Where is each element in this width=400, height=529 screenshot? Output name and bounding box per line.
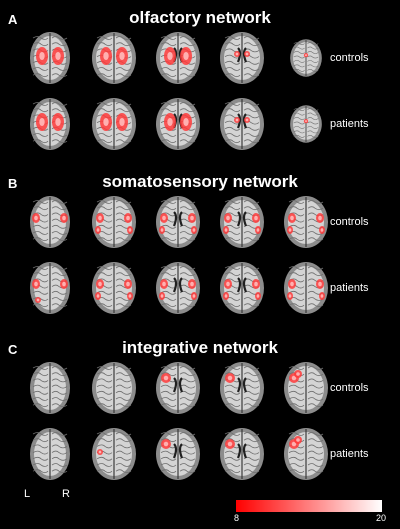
brain-slice-image xyxy=(280,194,332,255)
brain-slice-image xyxy=(280,426,332,487)
brain-slice-image xyxy=(216,194,268,255)
group-label: patients xyxy=(330,118,369,130)
brain-slice-image xyxy=(216,426,268,487)
brain-slice-image xyxy=(24,194,76,255)
brain-slice-image xyxy=(152,194,204,255)
brain-slice-image xyxy=(216,96,268,157)
brain-slice-image xyxy=(88,30,140,91)
right-hemisphere-label: R xyxy=(62,488,70,500)
group-label: controls xyxy=(330,382,369,394)
colorbar xyxy=(236,500,382,512)
brain-slice-image xyxy=(152,30,204,91)
brain-slice-image xyxy=(88,96,140,157)
panel-letter: C xyxy=(8,342,18,357)
brain-slice-image xyxy=(152,360,204,421)
brain-slice-image xyxy=(24,96,76,157)
slice-row xyxy=(24,30,324,86)
brain-slice-image xyxy=(24,360,76,421)
brain-slice-image xyxy=(152,260,204,321)
brain-slice-image xyxy=(280,30,332,91)
slice-row xyxy=(24,260,328,316)
brain-slice-image xyxy=(88,426,140,487)
brain-slice-image xyxy=(24,30,76,91)
brain-slice-image xyxy=(216,30,268,91)
panel-title: olfactory network xyxy=(129,8,271,27)
group-label: patients xyxy=(330,448,369,460)
brain-slice-image xyxy=(88,260,140,321)
brain-slice-image xyxy=(216,260,268,321)
panel-title: integrative network xyxy=(122,338,278,357)
group-label: controls xyxy=(330,216,369,228)
brain-slice-image xyxy=(24,260,76,321)
slice-row xyxy=(24,96,324,152)
group-label: controls xyxy=(330,52,369,64)
panel-letter: B xyxy=(8,176,18,191)
brain-slice-image xyxy=(88,194,140,255)
brain-slice-image xyxy=(280,96,332,157)
brain-slice-image xyxy=(280,260,332,321)
brain-slice-image xyxy=(88,360,140,421)
brain-slice-image xyxy=(216,360,268,421)
group-label: patients xyxy=(330,282,369,294)
slice-row xyxy=(24,360,328,416)
left-hemisphere-label: L xyxy=(24,488,31,500)
brain-slice-image xyxy=(152,426,204,487)
brain-slice-image xyxy=(152,96,204,157)
slice-row xyxy=(24,194,328,250)
panel-letter: A xyxy=(8,12,18,27)
colorbar-min-label: 8 xyxy=(234,513,240,523)
panel-title: somatosensory network xyxy=(102,172,298,191)
colorbar-max-label: 20 xyxy=(376,513,387,523)
brain-slice-image xyxy=(24,426,76,487)
brain-slice-image xyxy=(280,360,332,421)
slice-row xyxy=(24,426,328,482)
